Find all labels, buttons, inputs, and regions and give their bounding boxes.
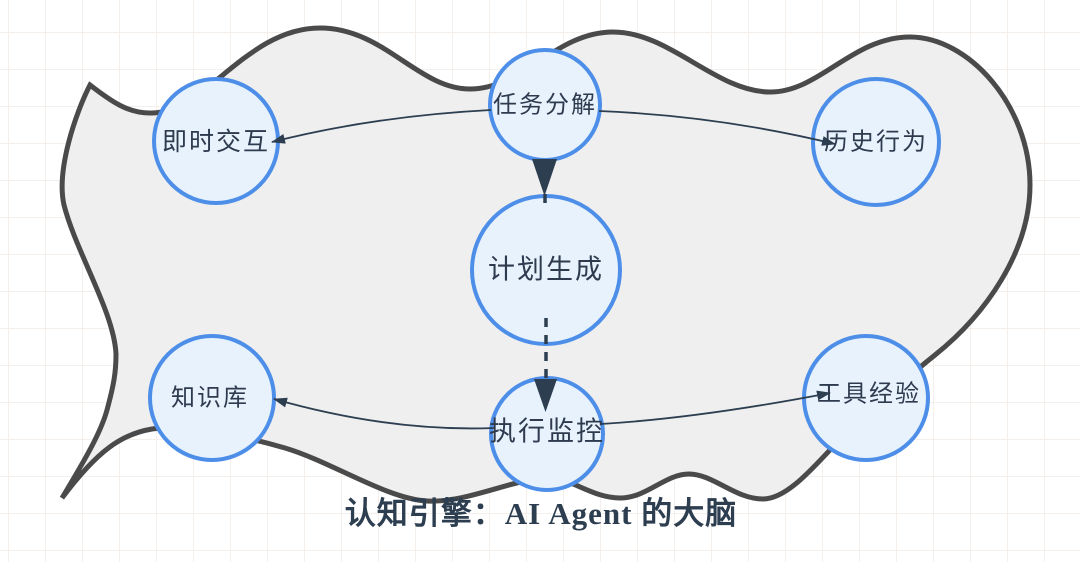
node-label-plan-generation: 计划生成 [488,254,604,284]
node-label-task-decomposition: 任务分解 [493,91,597,118]
edge-plan-to-execution-arrowhead [534,379,557,412]
edge-task-to-plan-arrowhead [532,159,557,196]
edge-task-to-instant-interaction [271,109,492,144]
edge-execution-to-knowledge-base [273,397,495,430]
edge-task-to-historical-behavior [598,110,836,146]
node-label-tool-experience: 工具经验 [817,380,921,407]
edge-execution-to-tool-experience [600,390,831,425]
node-circle-historical-behavior [811,77,941,207]
node-label-historical-behavior: 历史行为 [824,128,928,155]
diagram-title: 认知引擎：AI Agent 的大脑 [345,496,737,531]
node-label-execution-monitoring: 执行监控 [489,416,605,446]
node-label-instant-interaction: 即时交互 [162,128,270,156]
node-label-knowledge-base: 知识库 [171,384,249,411]
